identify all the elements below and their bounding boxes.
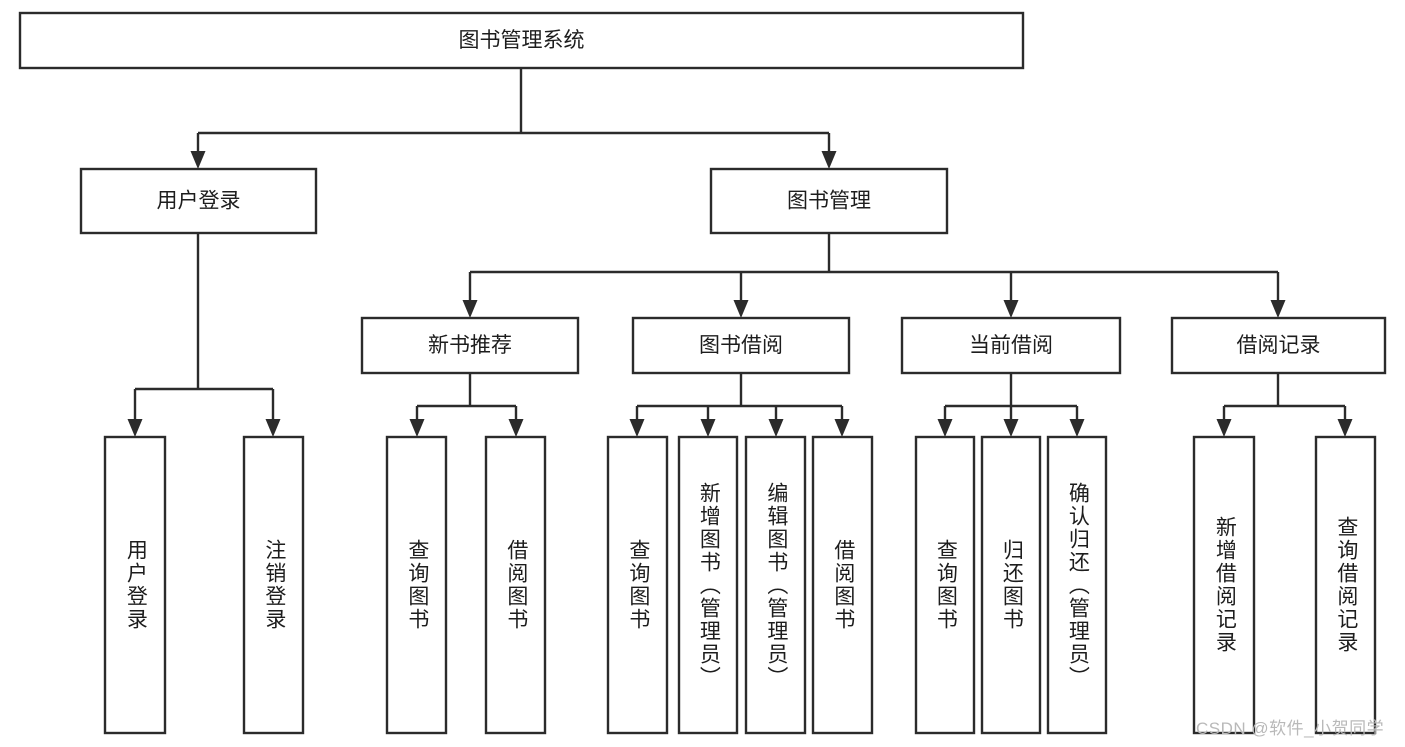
node-book-manage-label: 图书管理 — [787, 190, 871, 213]
node-leaf-return-book[interactable] — [980, 435, 1042, 735]
arrow-head-icon — [937, 419, 953, 437]
arrow-head-icon — [265, 419, 281, 437]
node-leaf-query-book-1[interactable] — [385, 435, 448, 735]
node-leaf-query-book-3[interactable] — [914, 435, 976, 735]
node-new-book-rec[interactable] — [360, 316, 580, 375]
connector-group-user-login-to-leaves — [127, 233, 281, 437]
arrow-head-icon — [1003, 419, 1019, 437]
arrow-head-icon — [821, 151, 837, 169]
arrow-head-icon — [768, 419, 784, 437]
node-user-login[interactable] — [79, 167, 318, 235]
node-book-borrow[interactable] — [631, 316, 851, 375]
node-book-borrow-label: 图书借阅 — [699, 334, 783, 357]
arrow-head-icon — [127, 419, 143, 437]
node-leaf-edit-book[interactable] — [744, 435, 807, 735]
arrow-head-icon — [190, 151, 206, 169]
arrow-head-icon — [1337, 419, 1353, 437]
node-leaf-borrow-book-2[interactable] — [811, 435, 874, 735]
arrow-head-icon — [1069, 419, 1085, 437]
arrow-head-icon — [700, 419, 716, 437]
node-borrow-record[interactable] — [1170, 316, 1387, 375]
node-borrow-record-label: 借阅记录 — [1237, 334, 1321, 357]
connector-group-book-borrow-to-leaves — [629, 373, 850, 437]
node-leaf-add-record[interactable] — [1192, 435, 1256, 735]
arrow-head-icon — [733, 300, 749, 318]
node-leaf-confirm-return[interactable] — [1046, 435, 1108, 735]
arrow-head-icon — [409, 419, 425, 437]
arrow-head-icon — [1216, 419, 1232, 437]
boxes-layer — [18, 11, 1387, 735]
connector-group-root-to-level2 — [190, 68, 837, 169]
node-current-borrow[interactable] — [900, 316, 1122, 375]
arrow-head-icon — [1270, 300, 1286, 318]
node-leaf-query-book-2[interactable] — [606, 435, 669, 735]
connector-group-borrow-record-to-leaves — [1216, 373, 1353, 437]
arrow-head-icon — [508, 419, 524, 437]
node-leaf-query-record[interactable] — [1314, 435, 1377, 735]
watermark-text: CSDN @软件_小贺同学 — [1196, 719, 1385, 738]
node-user-login-label: 用户登录 — [157, 190, 241, 213]
arrow-head-icon — [462, 300, 478, 318]
arrow-head-icon — [629, 419, 645, 437]
node-leaf-borrow-book-1[interactable] — [484, 435, 547, 735]
node-root-root-label: 图书管理系统 — [459, 29, 585, 52]
connector-group-new-book-rec-to-leaves — [409, 373, 524, 437]
connector-group-current-borrow-to-leaves — [937, 373, 1085, 437]
node-leaf-add-book[interactable] — [677, 435, 739, 735]
node-root-root[interactable] — [18, 11, 1025, 70]
node-leaf-user-logout[interactable] — [242, 435, 305, 735]
connector-group-book-manage-to-level3 — [462, 233, 1286, 318]
node-current-borrow-label: 当前借阅 — [969, 334, 1053, 357]
arrow-head-icon — [1003, 300, 1019, 318]
arrow-head-icon — [834, 419, 850, 437]
node-book-manage[interactable] — [709, 167, 949, 235]
node-new-book-rec-label: 新书推荐 — [428, 334, 512, 357]
node-leaf-user-login[interactable] — [103, 435, 167, 735]
connectors-layer — [127, 68, 1353, 437]
